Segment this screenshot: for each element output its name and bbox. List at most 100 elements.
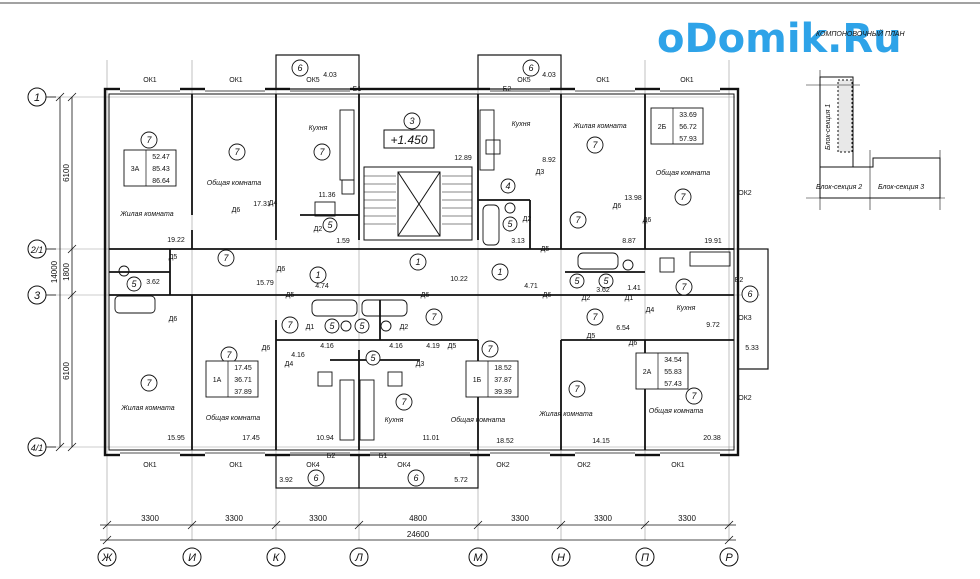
window-label: ОК1 xyxy=(596,77,610,84)
apartment-area: 18.52 xyxy=(494,365,512,372)
balcony-label: Б2 xyxy=(503,86,512,93)
room-name: Кухня xyxy=(677,305,696,312)
room-number: 7 xyxy=(234,147,240,157)
axis-label-k: К xyxy=(273,552,280,564)
room-number: 5 xyxy=(329,321,335,331)
apartment-code: 1Б xyxy=(473,377,482,384)
room-number: 7 xyxy=(226,350,232,360)
apartment-area: 17.45 xyxy=(234,365,252,372)
balconies xyxy=(275,54,769,489)
stairwell xyxy=(363,166,473,241)
room-number: 6 xyxy=(297,63,302,73)
room-area: 3.62 xyxy=(146,279,160,286)
room-name: Общая комната xyxy=(649,407,703,415)
door-label: Д3 xyxy=(416,361,425,368)
window-label: ОК1 xyxy=(229,77,243,84)
room-name: Кухня xyxy=(512,121,531,128)
door-label: Д4 xyxy=(269,200,278,207)
room-name: Жилая комната xyxy=(572,123,626,130)
axis-label-r: Р xyxy=(725,552,733,564)
apartment-area: 57.43 xyxy=(664,381,682,388)
room-area: 3.13 xyxy=(511,238,525,245)
door-label: Д6 xyxy=(543,292,552,299)
room-area: 13.98 xyxy=(624,195,642,202)
door-label: Д5 xyxy=(587,333,596,340)
axis-label-i: И xyxy=(188,552,196,564)
room-area: 20.38 xyxy=(703,435,721,442)
room-number: 7 xyxy=(680,192,686,202)
room-area: 3.92 xyxy=(279,477,293,484)
window-label: ОК5 xyxy=(517,77,531,84)
room-number: 7 xyxy=(592,140,598,150)
apartment-area: 39.39 xyxy=(494,389,512,396)
room-number: 1 xyxy=(497,267,502,277)
room-area: 4.03 xyxy=(323,72,337,79)
axis-label-2-1: 2/1 xyxy=(30,245,44,255)
door-label: Д2 xyxy=(582,295,591,302)
room-number: 6 xyxy=(313,473,318,483)
room-area: 19.22 xyxy=(167,237,185,244)
room-area: 18.52 xyxy=(496,438,514,445)
key-plan-title: КОМПОНОВОЧНЫЙ ПЛАН xyxy=(816,29,906,38)
window-label: ОК4 xyxy=(397,462,411,469)
room-name: Общая комната xyxy=(207,179,261,187)
apartment-area: 57.93 xyxy=(679,136,697,143)
room-name: Общая комната xyxy=(206,414,260,422)
apartment-area: 33.69 xyxy=(679,112,697,119)
room-area: 4.74 xyxy=(315,283,329,290)
room-area: 17.45 xyxy=(242,435,260,442)
elevation-box xyxy=(383,129,435,149)
door-label: Д6 xyxy=(629,340,638,347)
room-number: 7 xyxy=(146,135,152,145)
apartment-area: 34.54 xyxy=(664,357,682,364)
room-area: 9.72 xyxy=(706,322,720,329)
door-label: Д6 xyxy=(421,292,430,299)
apartment-area: 85.43 xyxy=(152,166,170,173)
apartment-area: 52.47 xyxy=(152,154,170,161)
window-label: ОК1 xyxy=(229,462,243,469)
door-label: Д5 xyxy=(286,292,295,299)
door-label: Д6 xyxy=(232,207,241,214)
room-area: 3.62 xyxy=(596,287,610,294)
door-label: Д6 xyxy=(613,203,622,210)
room-area: 4.16 xyxy=(320,343,334,350)
door-label: Д1 xyxy=(625,295,634,302)
bottom-dimension-lines xyxy=(100,520,736,545)
room-area: 10.22 xyxy=(450,276,468,283)
window-label: ОК2 xyxy=(738,190,752,197)
room-name: Общая комната xyxy=(656,169,710,177)
window-label: ОК4 xyxy=(306,462,320,469)
apartment-code: 1А xyxy=(213,377,222,384)
room-area: 11.36 xyxy=(319,192,336,199)
room-area: 5.72 xyxy=(454,477,468,484)
span-dim-5: 3300 xyxy=(511,514,529,523)
room-number: 5 xyxy=(507,219,513,229)
key-plan-section-1: Блок-секция 1 xyxy=(825,104,832,150)
room-area: 8.87 xyxy=(622,238,636,245)
balcony-label: Б1 xyxy=(379,453,388,460)
room-name: Кухня xyxy=(309,125,328,132)
door-label: Д4 xyxy=(285,361,294,368)
window-label: ОК1 xyxy=(680,77,694,84)
axis-markers xyxy=(27,87,739,567)
door-label: Д4 xyxy=(646,307,655,314)
axis-label-l: Л xyxy=(354,552,363,564)
depth-dim: 14000 xyxy=(50,260,59,283)
door-label: Д6 xyxy=(169,316,178,323)
window-label: ОК2 xyxy=(738,395,752,402)
room-area: 4.16 xyxy=(291,352,305,359)
room-area: 17.31 xyxy=(253,201,271,208)
room-area: 4.16 xyxy=(389,343,403,350)
apartment-area: 36.71 xyxy=(234,377,252,384)
axis-label-1: 1 xyxy=(34,92,40,104)
axis-label-zh: Ж xyxy=(101,552,113,564)
room-number: 4 xyxy=(505,181,510,191)
room-area: 1.41 xyxy=(627,285,641,292)
room-number: 7 xyxy=(681,282,687,292)
door-label: Д1 xyxy=(306,324,315,331)
room-area: 15.79 xyxy=(256,280,274,287)
room-area: 11.01 xyxy=(423,435,440,442)
door-label: Д6 xyxy=(277,266,286,273)
span-dim-3: 3300 xyxy=(309,514,327,523)
